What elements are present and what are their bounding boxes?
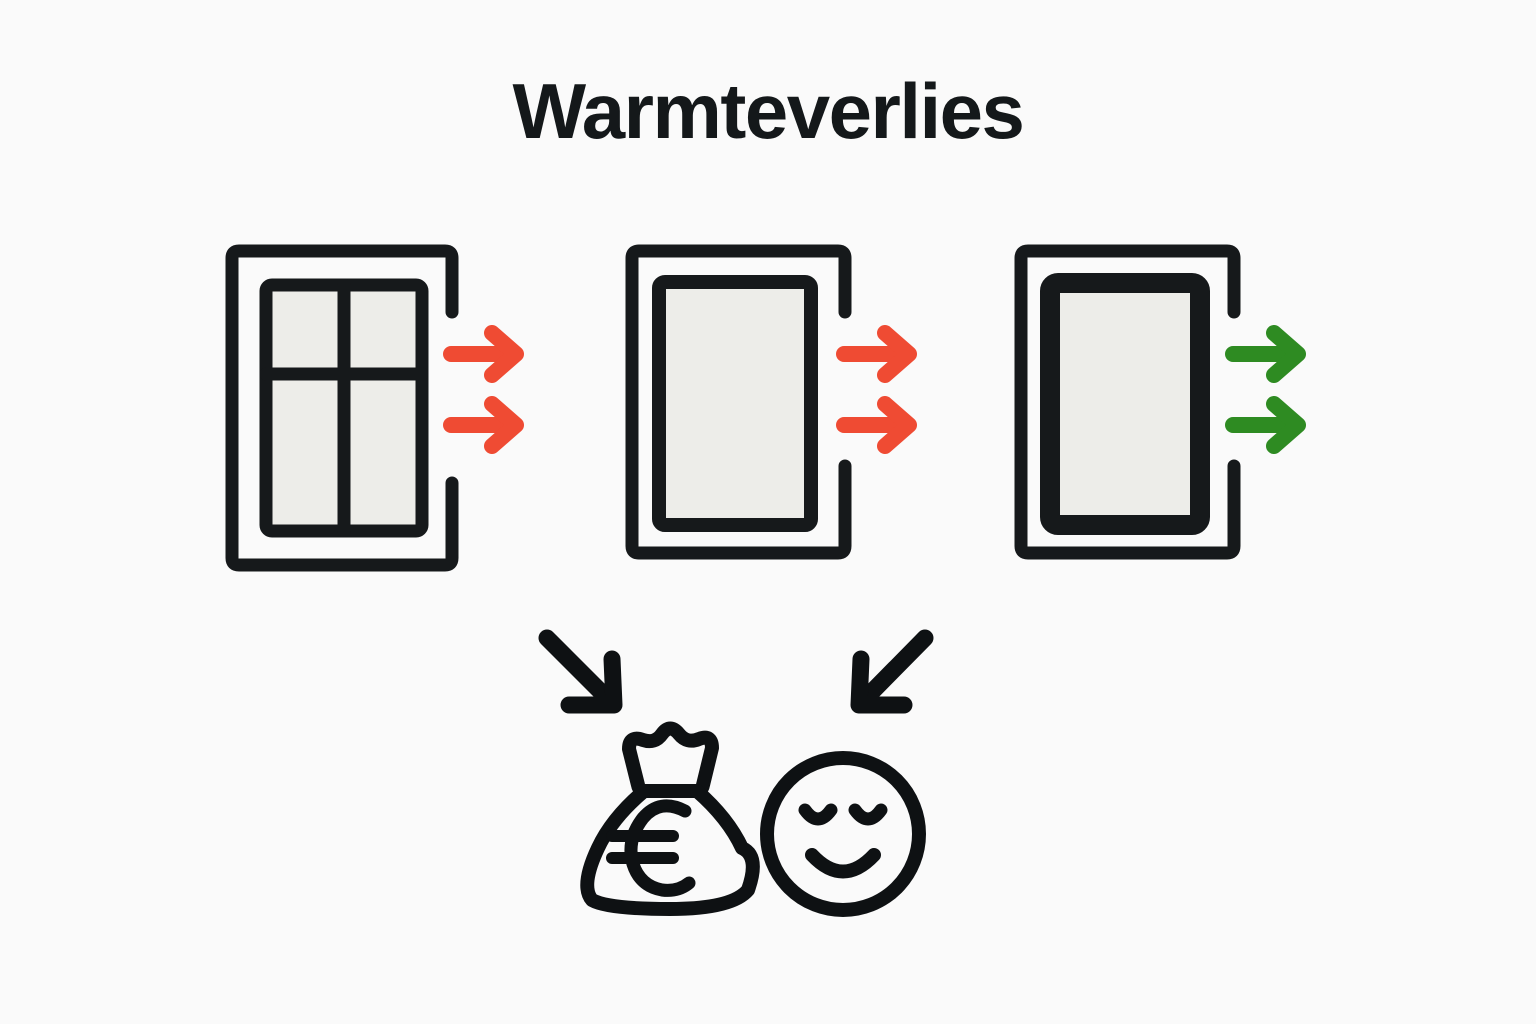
heat-arrow-red-4 — [836, 396, 917, 454]
window1-heat-loss-arrows — [443, 325, 524, 454]
content-face-icon — [760, 751, 926, 917]
window3-outer-frame — [1014, 244, 1241, 560]
heat-arrow-red-3 — [836, 325, 917, 383]
face-smile — [805, 848, 881, 879]
money-bag-euro-icon — [580, 721, 760, 916]
window2-glass-fill — [659, 282, 811, 525]
euro-curve — [624, 799, 696, 897]
bag-tie — [622, 721, 719, 798]
heat-arrow-red-1 — [443, 325, 524, 383]
window3-sash-frame-thick — [1040, 273, 1210, 535]
window3-glass-fill — [1050, 283, 1200, 525]
window-triple-glazing — [1014, 244, 1306, 560]
window3-heat-loss-arrows — [1225, 325, 1306, 454]
heat-arrow-red-2 — [443, 396, 524, 454]
face-right-eye-closed — [848, 803, 888, 826]
window1-outer-frame — [225, 244, 459, 572]
outcome-arrow-down-right — [538, 629, 623, 714]
page-title: Warmteverlies — [512, 67, 1025, 155]
bag-body — [580, 784, 760, 916]
window-single-glazing — [225, 244, 524, 572]
window2-heat-loss-arrows — [836, 325, 917, 454]
face-outline — [760, 751, 926, 917]
heat-arrow-green-1 — [1225, 325, 1306, 383]
window2-sash-frame — [652, 275, 818, 532]
heat-arrow-green-2 — [1225, 396, 1306, 454]
outcome-arrow-down-left — [850, 629, 934, 714]
window-double-glazing — [625, 244, 917, 560]
window2-outer-frame — [625, 244, 852, 560]
face-left-eye-closed — [798, 803, 838, 826]
